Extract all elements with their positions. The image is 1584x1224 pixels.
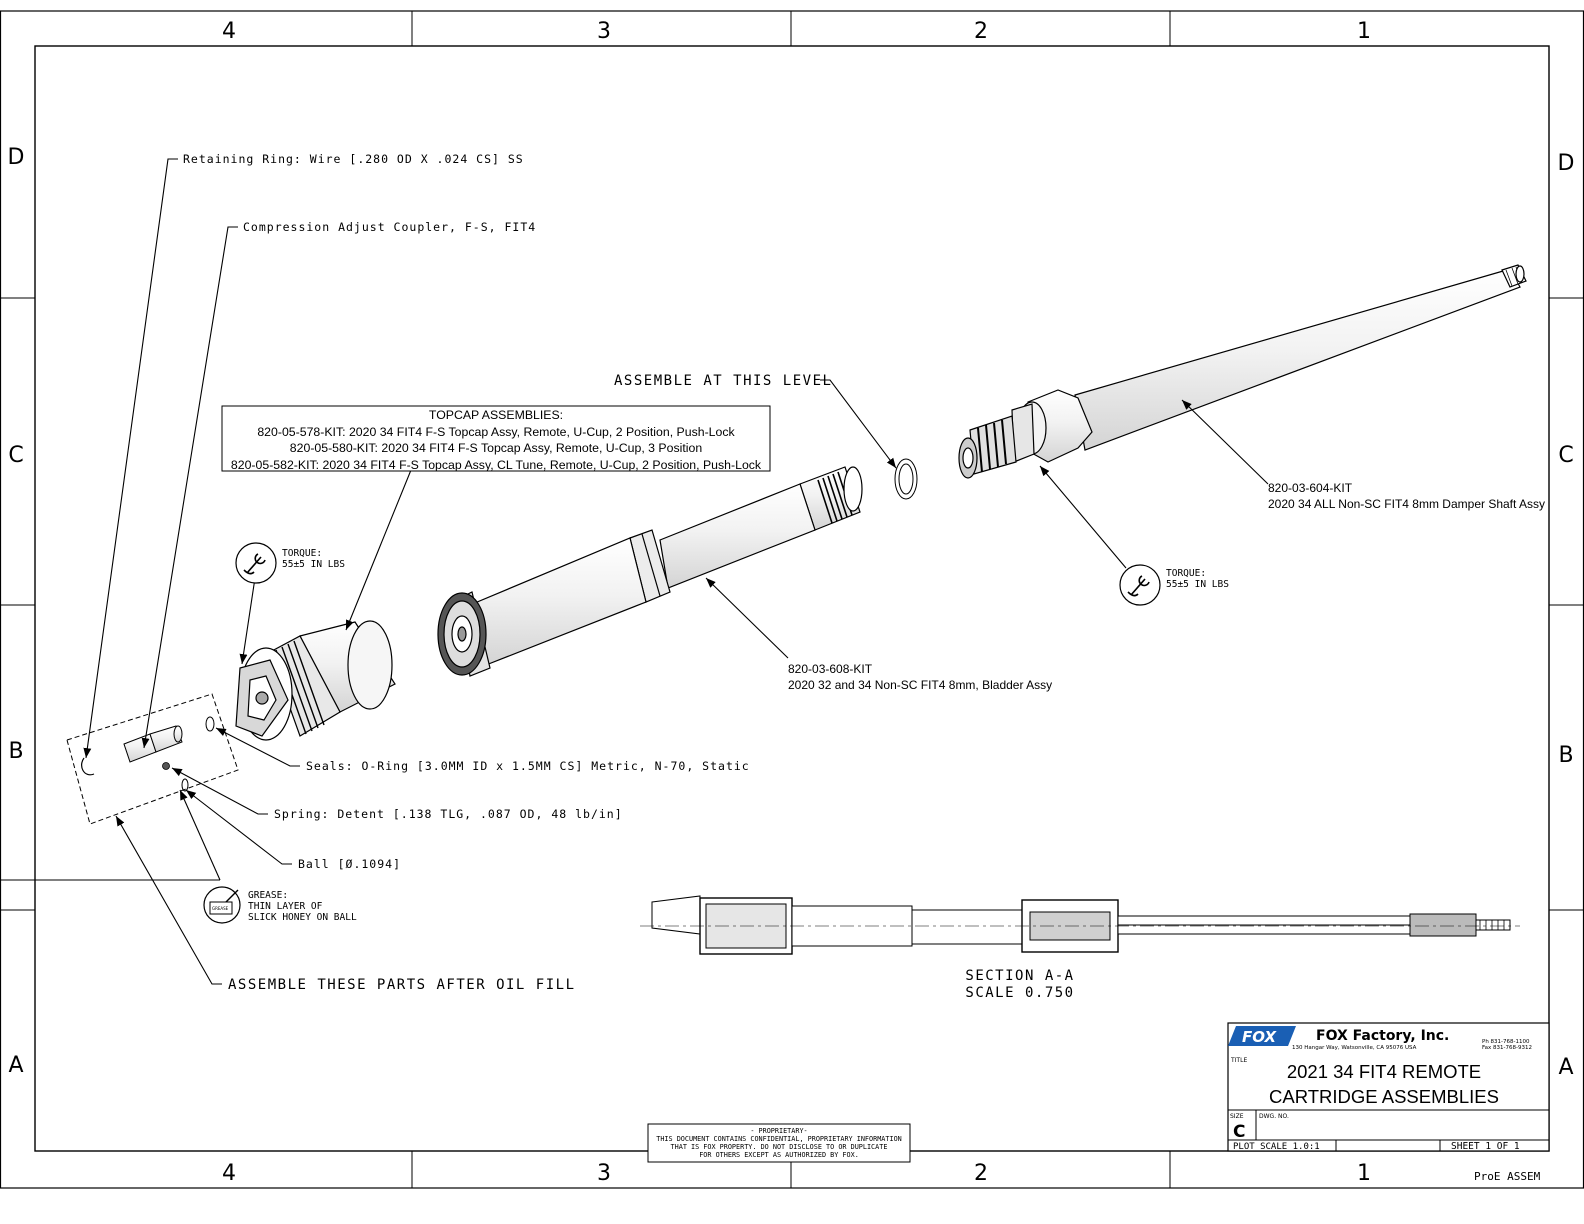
torque-right-value: 55±5 IN LBS (1166, 579, 1229, 590)
title-block: FOX FOX Factory, Inc. 130 Hangar Way, Wa… (1227, 1022, 1550, 1152)
damper-shaft-part: 820-03-604-KIT (1268, 481, 1353, 495)
drawing-frame (0, 10, 1584, 1189)
drawing-title-line-2: CARTRIDGE ASSEMBLIES (1269, 1086, 1499, 1107)
wrench-icon (243, 553, 266, 575)
proprietary-line-3: THAT IS FOX PROPERTY. DO NOT DISCLOSE TO… (671, 1143, 888, 1151)
topcap-line-2: 820-05-580-KIT: 2020 34 FIT4 F-S Topcap … (290, 441, 703, 455)
grease-icon-text: GREASE (212, 906, 229, 911)
zone-labels: 4 3 2 1 4 3 2 1 D C B A D C B A (8, 19, 1575, 1186)
section-scale: SCALE 0.750 (965, 985, 1074, 1001)
col-label-bottom-3: 3 (597, 1161, 611, 1186)
row-label-right-a: A (1558, 1055, 1573, 1080)
topcap-line-1: 820-05-578-KIT: 2020 34 FIT4 F-S Topcap … (257, 425, 735, 439)
proprietary-line-1: - PROPRIETARY- (750, 1127, 807, 1135)
section-name: SECTION A-A (965, 968, 1074, 984)
topcap-line-3: 820-05-582-KIT: 2020 34 FIT4 F-S Topcap … (231, 458, 762, 472)
proe-assem-label: ProE ASSEM (1474, 1170, 1541, 1183)
grease-line-2: SLICK HONEY ON BALL (248, 912, 357, 923)
fox-logo: FOX (1228, 1026, 1296, 1046)
retaining-ring-callout: Retaining Ring: Wire [.280 OD X .024 CS]… (183, 152, 524, 166)
proprietary-line-4: FOR OTHERS EXCEPT AS AUTHORIZED BY FOX. (699, 1151, 859, 1159)
row-label-right-d: D (1558, 151, 1575, 176)
row-label-left-d: D (8, 145, 25, 170)
torque-left-label: TORQUE: (282, 548, 322, 559)
col-label-top-2: 2 (974, 19, 988, 44)
topcap-assembly (235, 620, 396, 741)
damper-shaft-assembly (958, 264, 1527, 479)
grease-line-1: THIN LAYER OF (248, 901, 323, 912)
compression-coupler-callout: Compression Adjust Coupler, F-S, FIT4 (243, 220, 536, 234)
title-label: TITLE (1230, 1057, 1247, 1064)
col-label-top-4: 4 (222, 19, 236, 44)
row-label-left-a: A (8, 1053, 23, 1078)
row-label-left-b: B (8, 739, 23, 764)
col-label-bottom-2: 2 (974, 1161, 988, 1186)
row-label-left-c: C (8, 443, 23, 468)
col-label-bottom-1: 1 (1357, 1161, 1371, 1186)
spring-callout: Spring: Detent [.138 TLG, .087 OD, 48 lb… (274, 807, 623, 821)
drawing-title-line-1: 2021 34 FIT4 REMOTE (1287, 1061, 1481, 1082)
small-parts-group (66, 693, 239, 825)
assemble-level-callout: ASSEMBLE AT THIS LEVEL (614, 373, 832, 389)
logo-text: FOX (1242, 1028, 1277, 1046)
sheet-number: SHEET 1 OF 1 (1451, 1141, 1520, 1152)
dwg-no-label: DWG. NO. (1259, 1113, 1289, 1120)
company-name: FOX Factory, Inc. (1316, 1028, 1449, 1044)
damper-shaft-desc: 2020 34 ALL Non-SC FIT4 8mm Damper Shaft… (1268, 497, 1545, 511)
torque-symbol-left: TORQUE: 55±5 IN LBS (235, 542, 345, 584)
col-label-bottom-4: 4 (222, 1161, 236, 1186)
seals-callout: Seals: O-Ring [3.0MM ID x 1.5MM CS] Metr… (306, 759, 750, 773)
section-a-a-view (640, 895, 1520, 955)
row-label-right-b: B (1558, 743, 1573, 768)
grease-symbol: GREASE GREASE: THIN LAYER OF SLICK HONEY… (203, 886, 357, 924)
wave-clip (894, 458, 918, 500)
proprietary-line-2: THIS DOCUMENT CONTAINS CONFIDENTIAL, PRO… (656, 1135, 902, 1143)
proprietary-notice: - PROPRIETARY- THIS DOCUMENT CONTAINS CO… (647, 1123, 911, 1163)
col-label-top-3: 3 (597, 19, 611, 44)
grease-container-icon: GREASE (209, 889, 239, 915)
company-address: 130 Hangar Way, Watsonville, CA 95076 US… (1292, 1045, 1417, 1051)
topcap-callout-box: TOPCAP ASSEMBLIES: 820-05-578-KIT: 2020 … (221, 405, 771, 472)
topcap-title: TOPCAP ASSEMBLIES: (429, 408, 563, 422)
plot-scale: PLOT SCALE 1.0:1 (1233, 1142, 1320, 1152)
bladder-part: 820-03-608-KIT (788, 662, 873, 676)
size-label: SIZE (1230, 1113, 1244, 1120)
assemble-after-callout: ASSEMBLE THESE PARTS AFTER OIL FILL (228, 977, 576, 993)
torque-left-value: 55±5 IN LBS (282, 559, 345, 570)
torque-right-label: TORQUE: (1166, 568, 1206, 579)
company-phone: Ph 831-768-1100 (1482, 1039, 1530, 1045)
torque-symbol-right: TORQUE: 55±5 IN LBS (1119, 564, 1229, 606)
bladder-desc: 2020 32 and 34 Non-SC FIT4 8mm, Bladder … (788, 678, 1052, 692)
company-fax: Fax 831-768-9312 (1482, 1045, 1532, 1051)
row-label-right-c: C (1558, 443, 1573, 468)
ball-callout: Ball [Ø.1094] (298, 857, 401, 871)
sheet-size: C (1233, 1122, 1245, 1142)
bladder-assembly (437, 466, 863, 677)
wrench-icon (1127, 575, 1150, 597)
leader-lines (0, 158, 1269, 985)
col-label-top-1: 1 (1357, 19, 1371, 44)
grease-label: GREASE: (248, 890, 288, 901)
